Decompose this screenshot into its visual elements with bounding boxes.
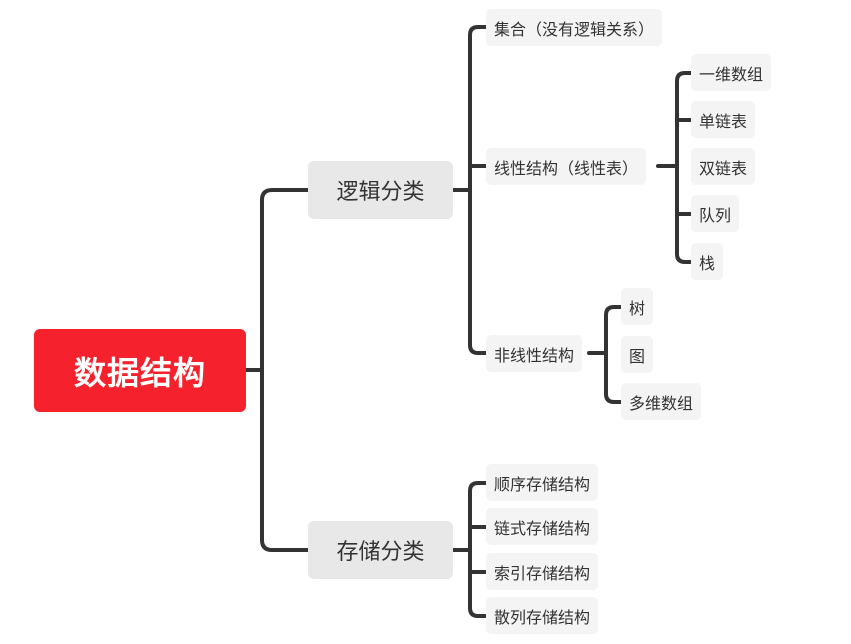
connector-logic-branches (468, 25, 488, 355)
nonlinear-item-graph[interactable]: 图 (621, 336, 654, 373)
root-node[interactable]: 数据结构 (34, 329, 246, 412)
connector-storage-branches (468, 481, 488, 618)
linear-item-1d-array[interactable]: 一维数组 (691, 54, 772, 91)
nonlinear-item-tree[interactable]: 树 (621, 288, 654, 325)
linear-structure-node[interactable]: 线性结构（线性表） (486, 148, 647, 185)
nonlinear-structure-node[interactable]: 非线性结构 (486, 335, 583, 372)
linear-item-doubly-linked-list[interactable]: 双链表 (691, 148, 756, 185)
linear-item-stack[interactable]: 栈 (691, 243, 724, 280)
connector-linear-branches (675, 71, 693, 264)
logic-classification-node[interactable]: 逻辑分类 (308, 161, 453, 219)
storage-item-sequential[interactable]: 顺序存储结构 (486, 464, 599, 501)
set-node[interactable]: 集合（没有逻辑关系） (486, 9, 663, 46)
storage-classification-node[interactable]: 存储分类 (308, 521, 453, 579)
connector-nonlinear-branches (604, 305, 623, 404)
storage-item-linked[interactable]: 链式存储结构 (486, 508, 599, 545)
linear-item-singly-linked-list[interactable]: 单链表 (691, 101, 756, 138)
storage-item-indexed[interactable]: 索引存储结构 (486, 553, 599, 590)
storage-item-hashed[interactable]: 散列存储结构 (486, 597, 599, 634)
nonlinear-item-multidim-array[interactable]: 多维数组 (621, 383, 702, 420)
connector-root-branches (260, 188, 310, 552)
linear-item-queue[interactable]: 队列 (691, 195, 740, 232)
